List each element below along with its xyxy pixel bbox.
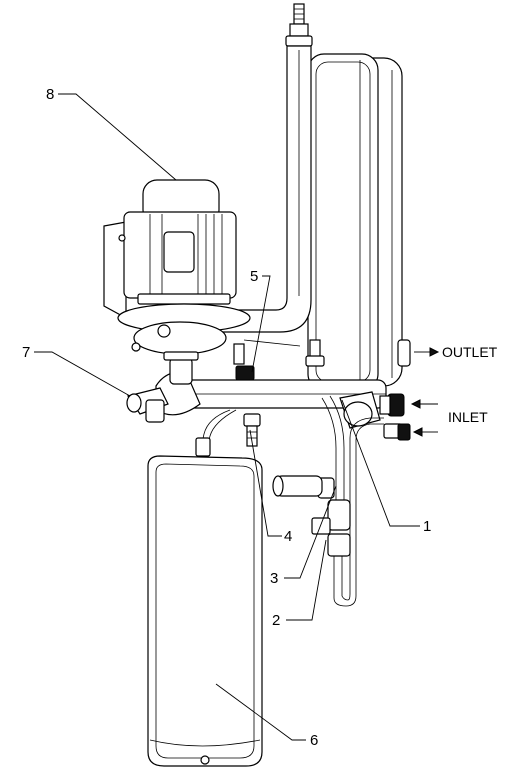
outlet-arrow [414, 347, 440, 357]
callout-5: 5 [250, 268, 258, 285]
callout-8: 8 [46, 86, 54, 103]
heat-exchanger [307, 53, 411, 391]
callout-leaders [34, 93, 420, 741]
inlet-arrow-lower [412, 427, 438, 437]
hx-valve [305, 339, 325, 367]
drain-fitting [243, 413, 261, 447]
air-vent [126, 387, 169, 423]
callout-4: 4 [284, 528, 292, 545]
callout-1: 1 [423, 518, 431, 535]
callout-3: 3 [270, 570, 278, 587]
inlet-arrow-upper [410, 399, 438, 409]
bypass-line [272, 395, 411, 607]
outlet-label: OUTLET [442, 344, 498, 360]
expansion-vessel [147, 455, 263, 767]
sensor-fitting [233, 339, 301, 381]
inlet-valve [339, 391, 405, 429]
vessel-hose [195, 409, 237, 457]
callout-2: 2 [272, 612, 280, 629]
inlet-label: INLET [448, 409, 488, 425]
callout-6: 6 [310, 732, 318, 749]
pump-motor [103, 179, 251, 355]
callout-7: 7 [22, 344, 30, 361]
